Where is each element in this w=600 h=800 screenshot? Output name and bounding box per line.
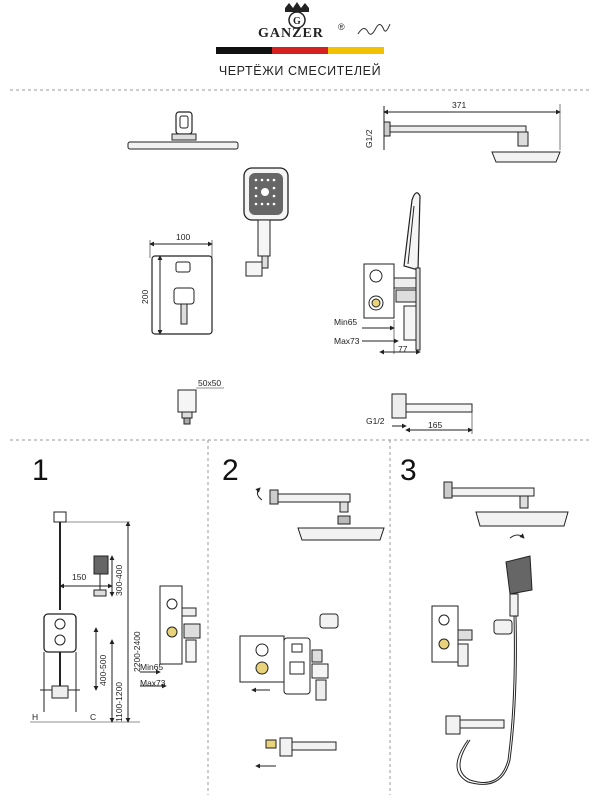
step-1-number: 1 xyxy=(32,454,49,487)
flag-red xyxy=(272,47,328,54)
dim-step1-1100-1200: 1100-1200 xyxy=(114,682,124,722)
dim-arm-thread: G1/2 xyxy=(364,129,374,148)
mixer-side-drawing xyxy=(362,192,421,355)
dim-side-depth: 77 xyxy=(398,344,408,354)
dim-spout-length: 165 xyxy=(428,420,442,430)
dim-connector-size: 50x50 xyxy=(198,378,221,388)
hand-shower-drawing xyxy=(243,167,289,277)
dim-min-depth: Min65 xyxy=(334,317,357,327)
rain-shower-front-drawing xyxy=(127,111,239,150)
brand-header: G GANZER ® ЧЕРТЁЖИ СМЕСИТЕЛЕЙ xyxy=(0,0,600,90)
shower-arm-side-drawing xyxy=(383,104,561,163)
brand-crest-icon: G xyxy=(285,2,391,35)
dim-step1-150: 150 xyxy=(72,572,86,582)
step-1-installation-drawing xyxy=(30,511,201,723)
dim-step1-300-400: 300-400 xyxy=(114,565,124,596)
spout-side-drawing xyxy=(391,393,473,434)
cold-water-label: C xyxy=(90,712,96,722)
flag-black xyxy=(216,47,272,54)
dim-step1-max-depth: Max73 xyxy=(140,678,166,688)
dim-panel-height: 200 xyxy=(140,290,150,304)
wall-outlet-drawing xyxy=(177,387,224,425)
flag-stripe xyxy=(216,47,384,54)
dim-panel-width: 100 xyxy=(176,232,190,242)
mixer-panel-front-drawing xyxy=(149,240,213,335)
dim-arm-length: 371 xyxy=(452,100,466,110)
step-2-number: 2 xyxy=(222,454,239,487)
dim-spout-thread: G1/2 xyxy=(366,416,385,426)
flag-gold xyxy=(328,47,384,54)
step-3-complete-drawing xyxy=(431,481,569,785)
dim-max-depth: Max73 xyxy=(334,336,360,346)
hot-water-label: H xyxy=(32,712,38,722)
dim-step1-2200-2400: 2200-2400 xyxy=(132,631,142,672)
registered-mark: ® xyxy=(338,22,345,32)
step-2-assembly-drawing xyxy=(239,487,385,769)
dim-step1-min-depth: Min65 xyxy=(140,662,163,672)
brand-name: GANZER xyxy=(258,26,324,41)
step-3-number: 3 xyxy=(400,454,417,487)
svg-text:G: G xyxy=(293,16,301,27)
dim-step1-400-500: 400-500 xyxy=(98,655,108,686)
page-title: ЧЕРТЁЖИ СМЕСИТЕЛЕЙ xyxy=(218,64,382,78)
